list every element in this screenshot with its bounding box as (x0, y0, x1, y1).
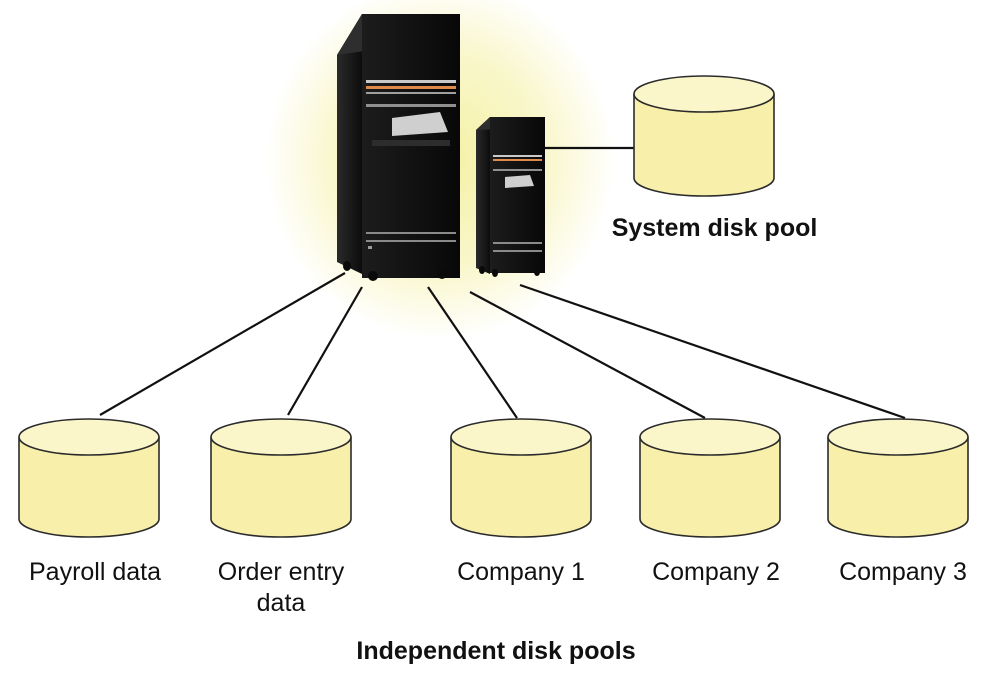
link-payroll (99, 272, 346, 416)
link-company-1 (427, 286, 518, 419)
main-server-icon (337, 14, 460, 281)
link-order-entry (287, 286, 363, 416)
pool-label-company-2: Company 2 (652, 558, 780, 586)
connector-lines (99, 146, 906, 420)
disk-cylinder-company-3 (827, 418, 969, 538)
pool-label-company-3: Company 3 (839, 558, 967, 586)
disk-cylinder-payroll (18, 418, 160, 538)
system-disk-pool-cylinder (633, 75, 775, 197)
secondary-server-icon (476, 117, 545, 277)
disk-cylinder-company-2 (639, 418, 781, 538)
disk-cylinder-company-1 (450, 418, 592, 538)
link-company-3 (519, 283, 906, 420)
independent-disk-pools-label: Independent disk pools (356, 637, 636, 665)
pool-label-order-entry-line2: data (256, 589, 306, 617)
disk-cylinder-order-entry (210, 418, 352, 538)
pool-label-order-entry-line1: Order entry (217, 558, 345, 586)
link-company-2 (469, 291, 706, 419)
pool-label-company-1: Company 1 (457, 558, 585, 586)
system-disk-pool-label: System disk pool (611, 214, 818, 242)
pool-label-payroll: Payroll data (28, 558, 162, 586)
